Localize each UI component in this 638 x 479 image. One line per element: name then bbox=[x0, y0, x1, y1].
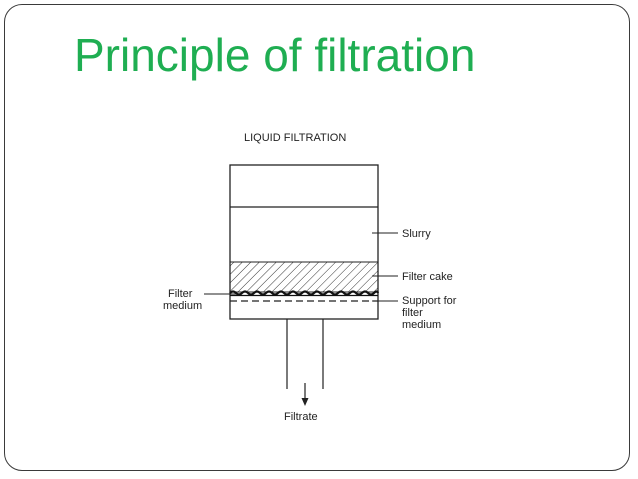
diagram-heading: LIQUID FILTRATION bbox=[244, 132, 346, 144]
filter-medium-label-line2: medium bbox=[163, 300, 202, 312]
filter-medium-layer bbox=[229, 290, 380, 296]
support-label-line1: Support for bbox=[402, 295, 457, 307]
slide-frame bbox=[4, 4, 630, 471]
slide-title: Principle of filtration bbox=[74, 29, 476, 81]
filter-vessel bbox=[229, 164, 379, 320]
filter-medium-label-line1: Filter bbox=[168, 288, 193, 300]
filter-cake-layer bbox=[229, 261, 379, 293]
support-label-line2: filter bbox=[402, 307, 423, 319]
filter-cake-label: Filter cake bbox=[402, 271, 453, 283]
filtrate-label: Filtrate bbox=[284, 411, 318, 423]
filtration-diagram-svg: LIQUID FILTRATION Slurry Filter cake Sup… bbox=[163, 132, 457, 423]
filtration-diagram: LIQUID FILTRATION Slurry Filter cake Sup… bbox=[150, 125, 490, 425]
filtrate-arrow-head bbox=[301, 398, 309, 406]
support-label-line3: medium bbox=[402, 319, 441, 331]
slurry-label: Slurry bbox=[402, 228, 431, 240]
